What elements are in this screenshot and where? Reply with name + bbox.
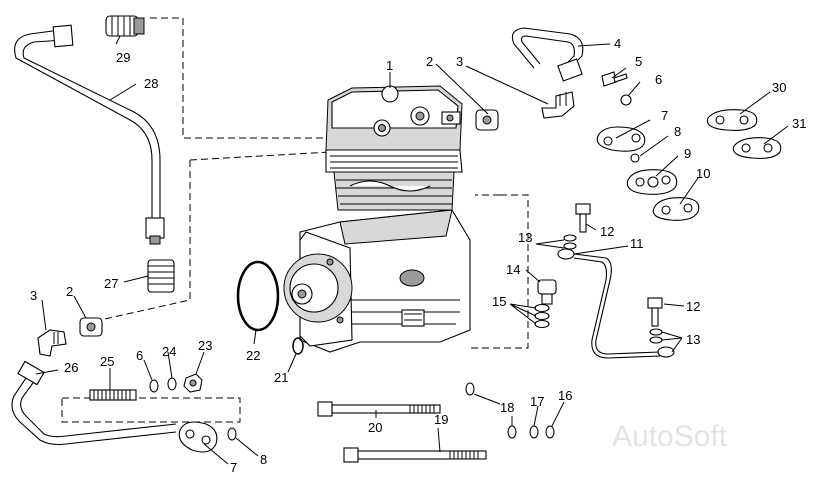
fitting-14 — [537, 279, 557, 305]
washers-13-upper — [563, 234, 577, 250]
callout-30: 30 — [772, 80, 786, 95]
callout-13-upper: 13 — [518, 230, 532, 245]
hose-11 — [557, 248, 675, 359]
callout-26: 26 — [64, 360, 78, 375]
leader-lines — [35, 35, 789, 465]
washer-6-right — [620, 94, 632, 106]
callout-29: 29 — [116, 50, 130, 65]
gasket-30 — [706, 109, 758, 131]
bolt-19 — [343, 447, 487, 463]
callout-22: 22 — [246, 348, 260, 363]
pipe-28 — [14, 24, 165, 245]
bolt-20 — [317, 401, 441, 417]
callout-3-bottom: 3 — [30, 288, 37, 303]
callout-11: 11 — [630, 236, 644, 251]
callout-12-upper: 12 — [600, 224, 614, 239]
fitting-27 — [147, 259, 175, 293]
callout-19: 19 — [434, 412, 448, 427]
callout-18: 18 — [500, 400, 514, 415]
elbow-3-top — [541, 91, 575, 119]
callout-2-bottom: 2 — [66, 284, 73, 299]
elbow-3-bottom — [37, 329, 67, 357]
callout-3-top: 3 — [456, 54, 463, 69]
washer-18 — [465, 382, 475, 396]
callout-17: 17 — [530, 394, 544, 409]
callout-1: 1 — [386, 58, 393, 73]
callout-25: 25 — [100, 354, 114, 369]
nut-23 — [183, 373, 203, 393]
callout-8-right: 8 — [674, 124, 681, 139]
callout-2-top: 2 — [426, 54, 433, 69]
callout-labels: 1 2 3 4 5 6 7 8 9 10 30 31 12 13 11 14 1… — [30, 36, 806, 475]
callout-23: 23 — [198, 338, 212, 353]
callout-10: 10 — [696, 166, 710, 181]
callout-16: 16 — [558, 388, 572, 403]
gasket-9 — [626, 169, 678, 195]
callout-4: 4 — [614, 36, 621, 51]
callout-28: 28 — [144, 76, 158, 91]
o-ring-8-right — [630, 153, 640, 163]
fitting-29 — [105, 15, 145, 37]
callout-13-lower: 13 — [686, 332, 700, 347]
washer-16 — [545, 425, 555, 439]
callout-21: 21 — [274, 370, 288, 385]
callout-8-bottom: 8 — [260, 452, 267, 467]
gasket-10 — [652, 197, 700, 221]
callout-5: 5 — [635, 54, 642, 69]
watermark-text: AutoSoft — [612, 420, 728, 453]
large-o-ring — [236, 260, 280, 332]
washer-24 — [167, 377, 177, 391]
washer-6-bottom — [149, 379, 159, 393]
callout-20: 20 — [368, 420, 382, 435]
air-compressor-body — [283, 85, 471, 353]
small-o-ring — [292, 337, 304, 355]
plug-2-top — [475, 109, 499, 131]
washers-15 — [534, 303, 550, 329]
gasket-7-bottom — [178, 421, 218, 453]
callout-7-right: 7 — [661, 108, 668, 123]
callout-15: 15 — [492, 294, 506, 309]
callout-27: 27 — [104, 276, 118, 291]
callout-12-lower: 12 — [686, 299, 700, 314]
washer-18b — [507, 425, 517, 439]
pipe-4 — [511, 27, 584, 82]
plug-2-bottom — [79, 317, 103, 337]
pipe-26 — [11, 360, 177, 446]
washers-13-lower — [649, 328, 663, 344]
o-ring-8-bottom — [227, 427, 237, 441]
washer-17 — [529, 425, 539, 439]
stud-25 — [89, 389, 137, 401]
callout-9: 9 — [684, 146, 691, 161]
bolt-12-upper — [575, 203, 591, 233]
bolt-12-lower — [647, 297, 663, 327]
gasket-31 — [732, 137, 782, 159]
callout-6-right: 6 — [655, 72, 662, 87]
callout-31: 31 — [792, 116, 806, 131]
callout-6-bottom: 6 — [136, 348, 143, 363]
bolt-5 — [601, 71, 628, 87]
callout-14: 14 — [506, 262, 520, 277]
callout-7-bottom: 7 — [230, 460, 237, 475]
callout-24: 24 — [162, 344, 176, 359]
gasket-7-right — [596, 126, 646, 152]
